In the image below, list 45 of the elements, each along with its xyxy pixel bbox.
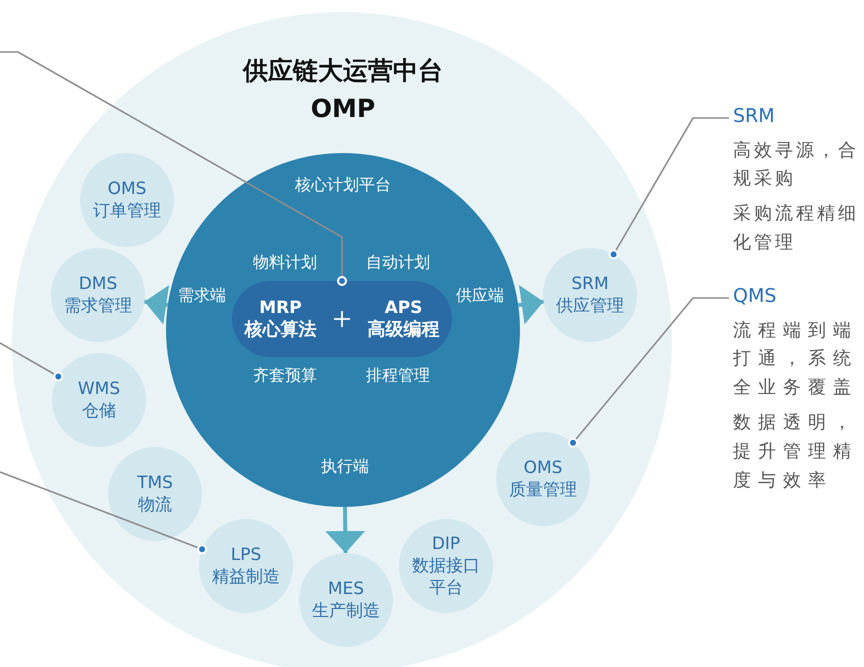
system-code: DMS <box>78 272 118 295</box>
chevron-arrow <box>518 284 544 324</box>
callout-text: 采购流程精细化管理 <box>733 202 860 256</box>
diagram-title: 供应链大运营中台 OMP <box>241 55 444 124</box>
module-name: 高级编程 <box>366 318 440 340</box>
system-code: LPS <box>230 544 262 566</box>
system-code: WMS <box>78 378 120 400</box>
leader-line <box>0 471 208 554</box>
system-code: OMS <box>524 456 562 479</box>
system-code: TMS <box>137 472 173 494</box>
system-name: 质量管理 <box>509 479 577 502</box>
leader-line <box>0 51 347 286</box>
leader-line <box>0 342 64 382</box>
callout-text: 流程端到端打通，系统全业务覆盖 <box>733 318 859 400</box>
system-code: DIP <box>432 532 460 555</box>
function-label: 自动计划 <box>366 252 430 274</box>
system-name: 物流 <box>138 494 172 516</box>
system-name: 生产制造 <box>312 600 380 622</box>
system-code: OMS <box>108 178 146 200</box>
callout-heading: QMS <box>733 284 778 309</box>
system-name: 仓储 <box>82 400 116 422</box>
callout-heading: SRM <box>733 104 776 129</box>
side-label: 执行端 <box>321 456 369 478</box>
platform-title: 核心计划平台 <box>294 175 392 196</box>
leader-line <box>568 297 729 448</box>
callout-text: 高效寻源，合规采购 <box>733 138 860 192</box>
system-code: SRM <box>571 272 609 295</box>
system-name: 需求管理 <box>64 295 132 318</box>
module-name: 核心算法 <box>243 318 318 340</box>
system-code: MES <box>328 578 364 600</box>
callout-text: 数据透明，提升管理精度与效率 <box>733 411 859 493</box>
side-label: 供应端 <box>456 286 504 306</box>
chevron-arrow <box>144 284 170 325</box>
function-label: 齐套预算 <box>253 366 317 386</box>
function-label: 排程管理 <box>366 366 430 386</box>
system-name: 精益制造 <box>212 566 280 588</box>
chevron-arrow <box>325 506 366 554</box>
module-code: MRP <box>258 298 303 318</box>
system-name: 数据接口平台 <box>411 554 481 600</box>
system-name: 订单管理 <box>93 200 161 222</box>
module-code: APS <box>384 298 424 318</box>
function-label: 物料计划 <box>253 252 317 274</box>
leader-line <box>608 117 729 260</box>
system-name: 供应管理 <box>556 295 624 318</box>
side-label: 需求端 <box>178 286 226 306</box>
